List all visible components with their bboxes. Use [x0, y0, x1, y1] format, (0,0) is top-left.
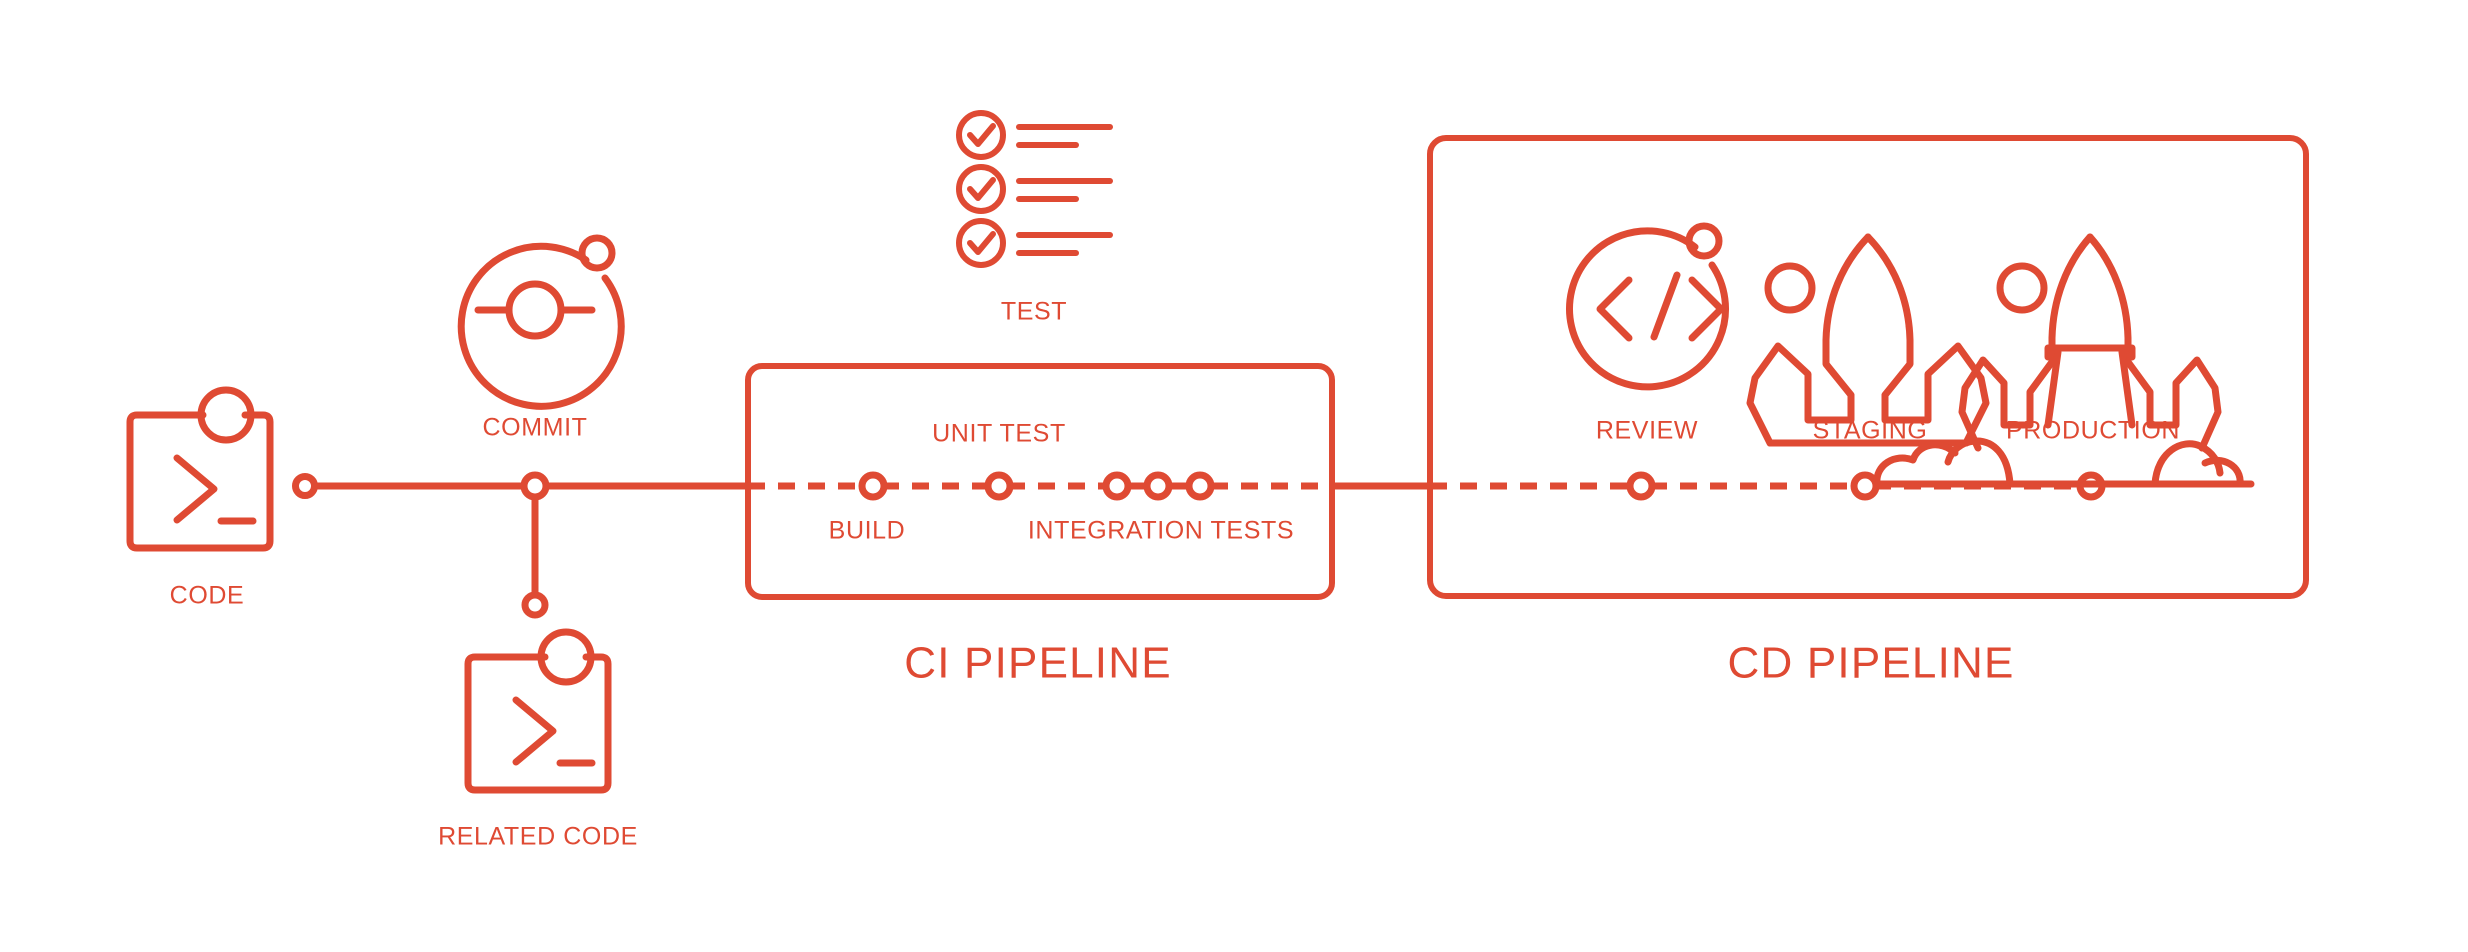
- node-review[interactable]: [1626, 471, 1656, 501]
- code-terminal-icon: [126, 386, 274, 552]
- review-label: REVIEW: [1596, 417, 1698, 445]
- related-code-terminal-icon: [464, 628, 612, 794]
- node-code[interactable]: [292, 473, 318, 499]
- node-commit[interactable]: [520, 471, 550, 501]
- ci-pipeline-title: CI PIPELINE: [904, 639, 1172, 688]
- checklist-icon: [956, 110, 1113, 268]
- cd-pipeline-box: [1427, 135, 2309, 599]
- production-label: PRODUCTION: [2006, 417, 2180, 445]
- code-label: CODE: [170, 582, 245, 610]
- ci-pipeline-box: [745, 363, 1335, 600]
- node-unit-test[interactable]: [984, 471, 1014, 501]
- node-integration-test-1[interactable]: [1102, 471, 1132, 501]
- integration-tests-label: INTEGRATION TESTS: [1028, 517, 1294, 545]
- build-label: BUILD: [829, 517, 906, 545]
- commit-label: COMMIT: [483, 414, 588, 442]
- node-integration-test-2[interactable]: [1143, 471, 1173, 501]
- code-review-circle-icon: [1566, 222, 1729, 391]
- commit-orbit-icon: [457, 234, 625, 410]
- unit-test-label: UNIT TEST: [932, 420, 1066, 448]
- staging-label: STAGING: [1813, 417, 1928, 445]
- rocket-icon: [1746, 233, 1990, 447]
- test-label: TEST: [1001, 298, 1067, 326]
- rocket-launch-icon: [1873, 233, 2255, 488]
- node-related-code[interactable]: [521, 591, 549, 619]
- cd-pipeline-title: CD PIPELINE: [1727, 639, 2014, 688]
- node-integration-test-3[interactable]: [1185, 471, 1215, 501]
- node-staging[interactable]: [1850, 471, 1880, 501]
- node-build[interactable]: [858, 471, 888, 501]
- related-code-label: RELATED CODE: [438, 823, 638, 851]
